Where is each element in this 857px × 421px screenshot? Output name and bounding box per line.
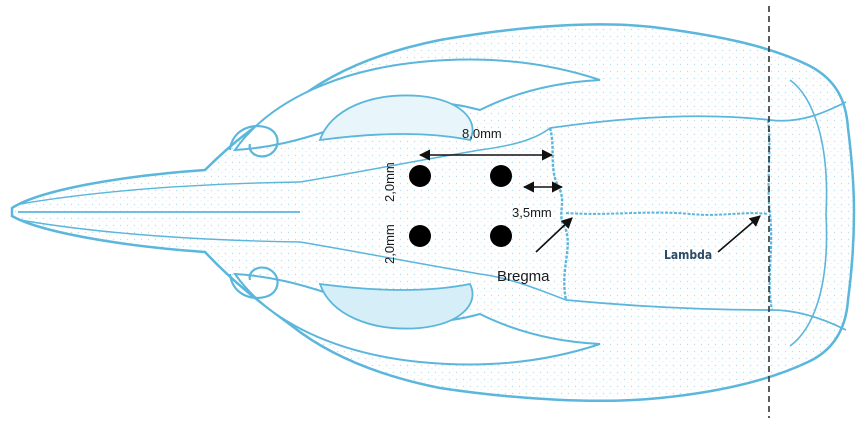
- injection-site-upper-right: [490, 165, 512, 187]
- label-bregma: Bregma: [497, 268, 550, 285]
- injection-site-lower-right: [490, 225, 512, 247]
- label-2mm-upper: 2,0mm: [382, 162, 397, 202]
- injection-site-lower-left: [409, 225, 431, 247]
- skull-outline: [12, 24, 854, 400]
- label-3-5mm: 3,5mm: [512, 205, 552, 220]
- label-2mm-lower: 2,0mm: [382, 224, 397, 264]
- injection-site-upper-left: [409, 165, 431, 187]
- label-8mm: 8,0mm: [462, 126, 502, 141]
- label-lambda: Lambda: [664, 248, 712, 262]
